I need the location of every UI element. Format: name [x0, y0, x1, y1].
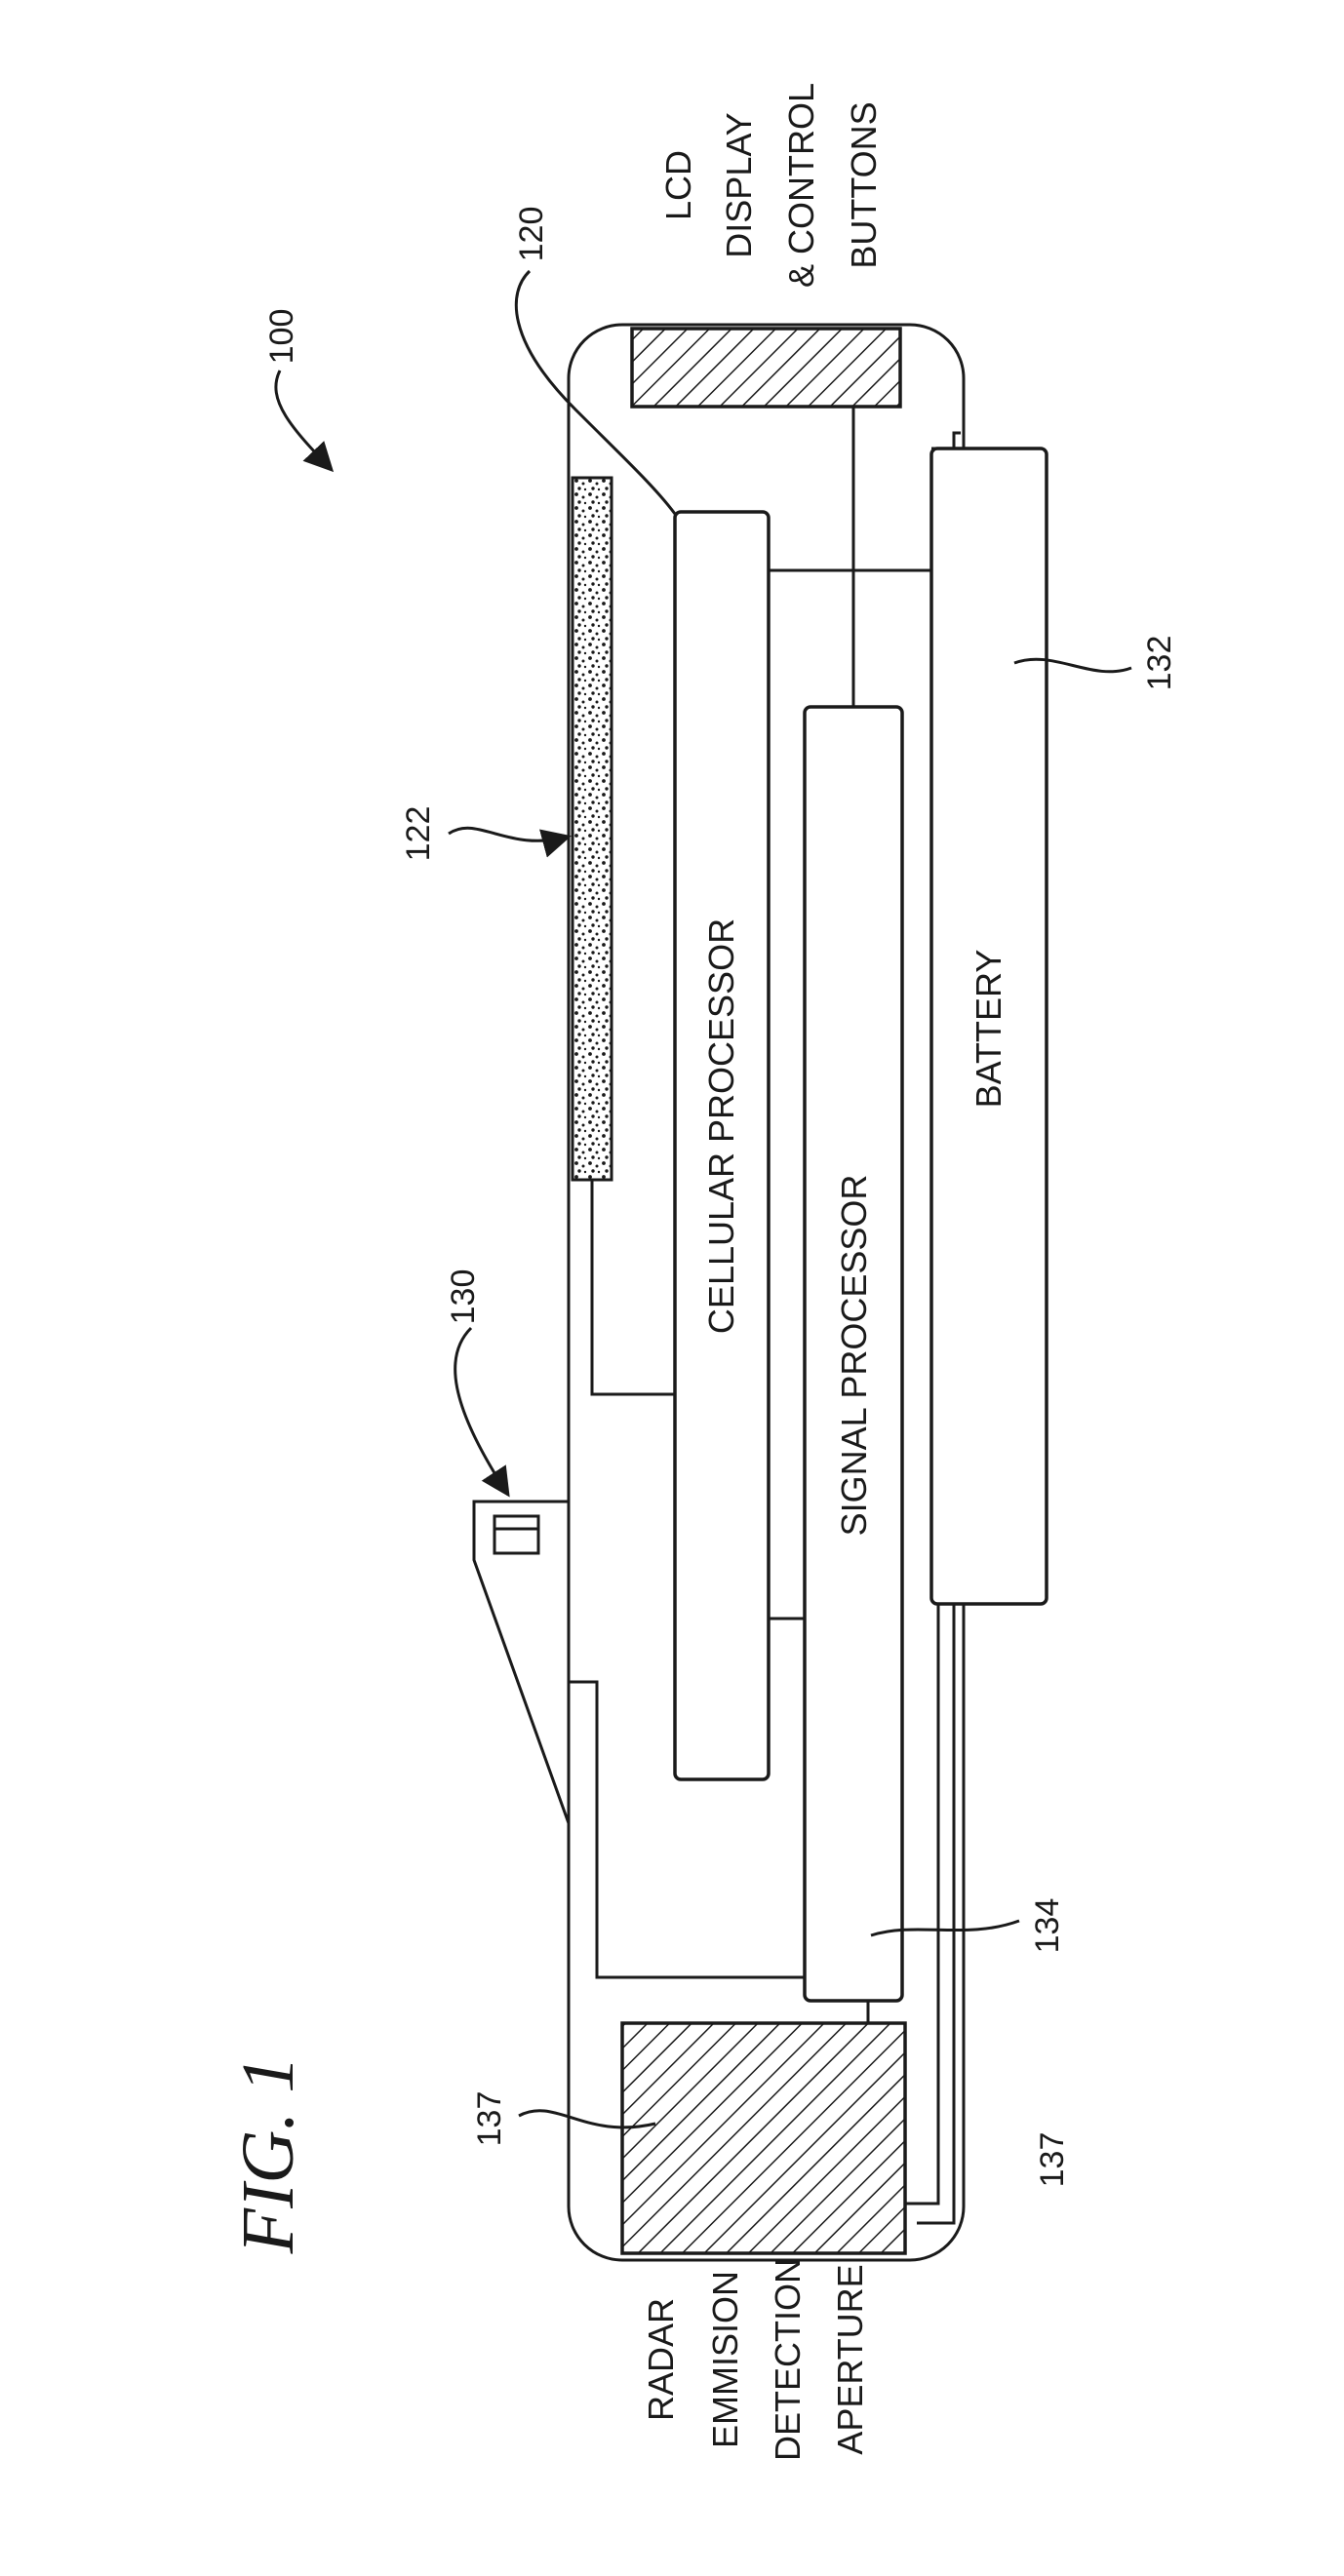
svg-text:DETECTION: DETECTION [768, 2258, 808, 2461]
ref-130: 130 [445, 1269, 508, 1495]
svg-text:132: 132 [1141, 636, 1178, 691]
svg-text:100: 100 [263, 309, 300, 365]
svg-text:EMMISION: EMMISION [705, 2271, 745, 2448]
signal-processor-label: SIGNAL PROCESSOR [834, 1175, 874, 1537]
svg-text:BUTTONS: BUTTONS [844, 101, 884, 268]
ref-100: 100 [263, 309, 332, 470]
svg-text:134: 134 [1029, 1898, 1066, 1954]
svg-text:130: 130 [445, 1269, 482, 1325]
svg-text:DISPLAY: DISPLAY [719, 112, 759, 257]
svg-text:137: 137 [471, 2091, 508, 2147]
ref-122: 122 [400, 806, 569, 862]
radar-aperture-block [622, 2023, 905, 2253]
svg-text:& CONTROL: & CONTROL [781, 83, 821, 288]
svg-text:RADAR: RADAR [641, 2298, 681, 2421]
cellular-processor-label: CELLULAR PROCESSOR [701, 918, 741, 1334]
figure-caption: FIG. 1 [227, 2056, 309, 2255]
battery-label: BATTERY [968, 950, 1008, 1109]
svg-text:LCD: LCD [658, 150, 698, 220]
svg-text:122: 122 [400, 806, 437, 862]
svg-text:120: 120 [513, 207, 550, 262]
ref-137-b: 137 [1034, 2132, 1071, 2188]
belt-clip [474, 1502, 569, 1823]
lcd-display-block [632, 329, 900, 407]
svg-text:APERTURE: APERTURE [830, 2264, 870, 2454]
radar-aperture-label: RADAR EMMISION DETECTION APERTURE [641, 2258, 870, 2461]
antenna-strip [573, 478, 612, 1180]
lcd-display-label: LCD DISPLAY & CONTROL BUTTONS [658, 83, 884, 288]
